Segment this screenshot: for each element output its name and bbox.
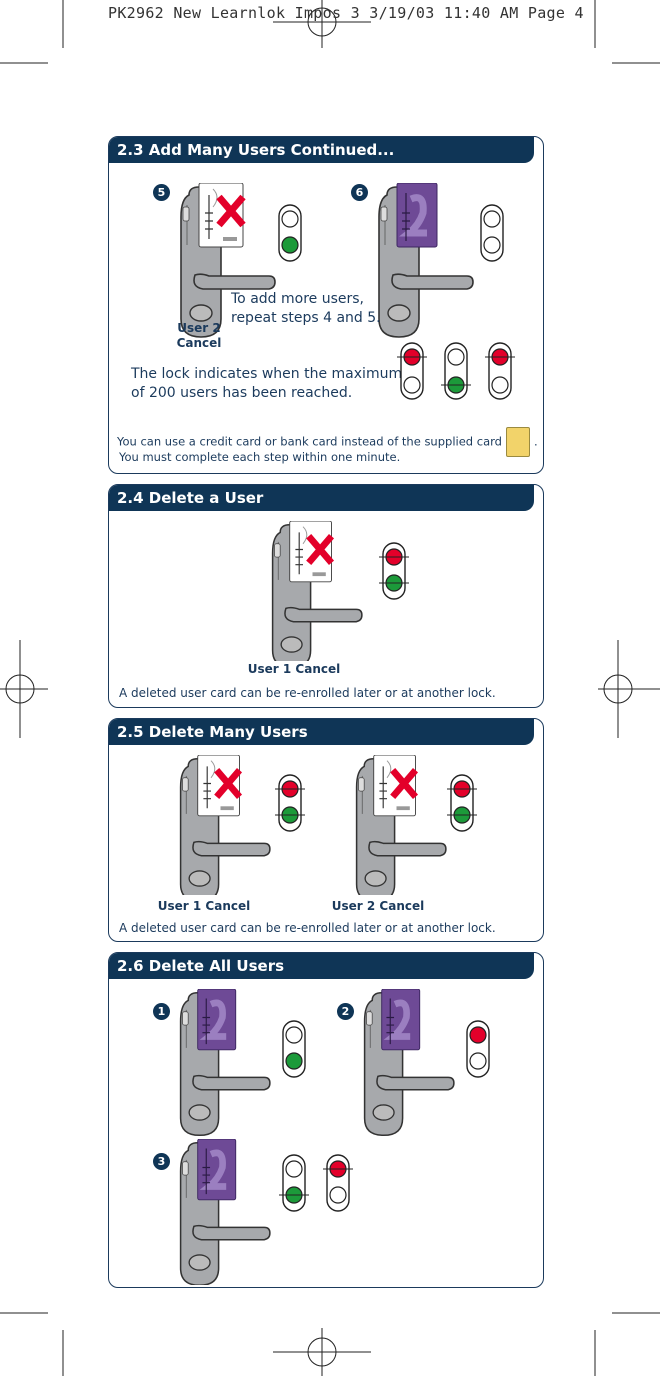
maximum-users-text: The lock indicates when the maximum of 2…	[131, 365, 402, 403]
led-icon	[466, 1020, 490, 1078]
lock-icon	[355, 755, 447, 895]
credit-card-note-period: .	[533, 434, 538, 449]
section-delete-all-users: 2.6 Delete All Users 1 2 3	[108, 952, 544, 1288]
user2-cancel-label: User 2 Cancel	[169, 321, 229, 351]
led-icon	[282, 1020, 306, 1078]
step-badge: 1	[153, 1003, 170, 1020]
section-title: 2.4 Delete a User	[109, 485, 534, 511]
step-badge: 6	[351, 184, 368, 201]
lock-icon	[179, 989, 271, 1137]
led-icon	[447, 774, 477, 832]
repeat-steps-text: To add more users, repeat steps 4 and 5.	[231, 290, 381, 328]
time-limit-note: You must complete each step within one m…	[119, 450, 401, 464]
led-icon	[278, 204, 302, 262]
maximum-users-line2: of 200 users has been reached.	[131, 385, 353, 401]
lock-icon	[378, 183, 474, 338]
repeat-steps-line1: To add more users,	[231, 291, 364, 307]
maximum-users-line1: The lock indicates when the maximum	[131, 366, 403, 382]
user1-cancel-label: User 1 Cancel	[157, 899, 251, 913]
led-sequence-icon	[397, 342, 515, 400]
led-icon	[480, 204, 504, 262]
step-badge: 2	[337, 1003, 354, 1020]
section-delete-many-users: 2.5 Delete Many Users User 1 Cancel User…	[108, 718, 544, 942]
lock-icon	[179, 1139, 271, 1285]
led-icon	[323, 1154, 353, 1212]
led-icon	[275, 774, 305, 832]
lock-icon	[179, 755, 271, 895]
print-slug: PK2962 New Learnlok Impos 3 3/19/03 11:4…	[108, 4, 584, 22]
section-title: 2.6 Delete All Users	[109, 953, 534, 979]
step-badge: 3	[153, 1153, 170, 1170]
re-enroll-note: A deleted user card can be re-enrolled l…	[119, 686, 496, 700]
user2-cancel-label-line1: User 2	[177, 321, 221, 335]
credit-card-note: You can use a credit card or bank card i…	[117, 427, 538, 457]
credit-card-note-text: You can use a credit card or bank card i…	[117, 434, 502, 449]
re-enroll-note: A deleted user card can be re-enrolled l…	[119, 921, 496, 935]
section-title: 2.3 Add Many Users Continued...	[109, 137, 534, 163]
step-badge: 5	[153, 184, 170, 201]
card-icon	[505, 427, 530, 457]
lock-icon	[363, 989, 455, 1137]
user2-cancel-label-line2: Cancel	[176, 336, 222, 350]
led-icon	[379, 542, 409, 600]
section-add-many-users-continued: 2.3 Add Many Users Continued... 5 6 User…	[108, 136, 544, 474]
section-title: 2.5 Delete Many Users	[109, 719, 534, 745]
repeat-steps-line2: repeat steps 4 and 5.	[231, 310, 381, 326]
user2-cancel-label: User 2 Cancel	[331, 899, 425, 913]
led-icon	[279, 1154, 309, 1212]
user1-cancel-label: User 1 Cancel	[247, 662, 341, 676]
section-delete-a-user: 2.4 Delete a User User 1 Cancel A delete…	[108, 484, 544, 708]
